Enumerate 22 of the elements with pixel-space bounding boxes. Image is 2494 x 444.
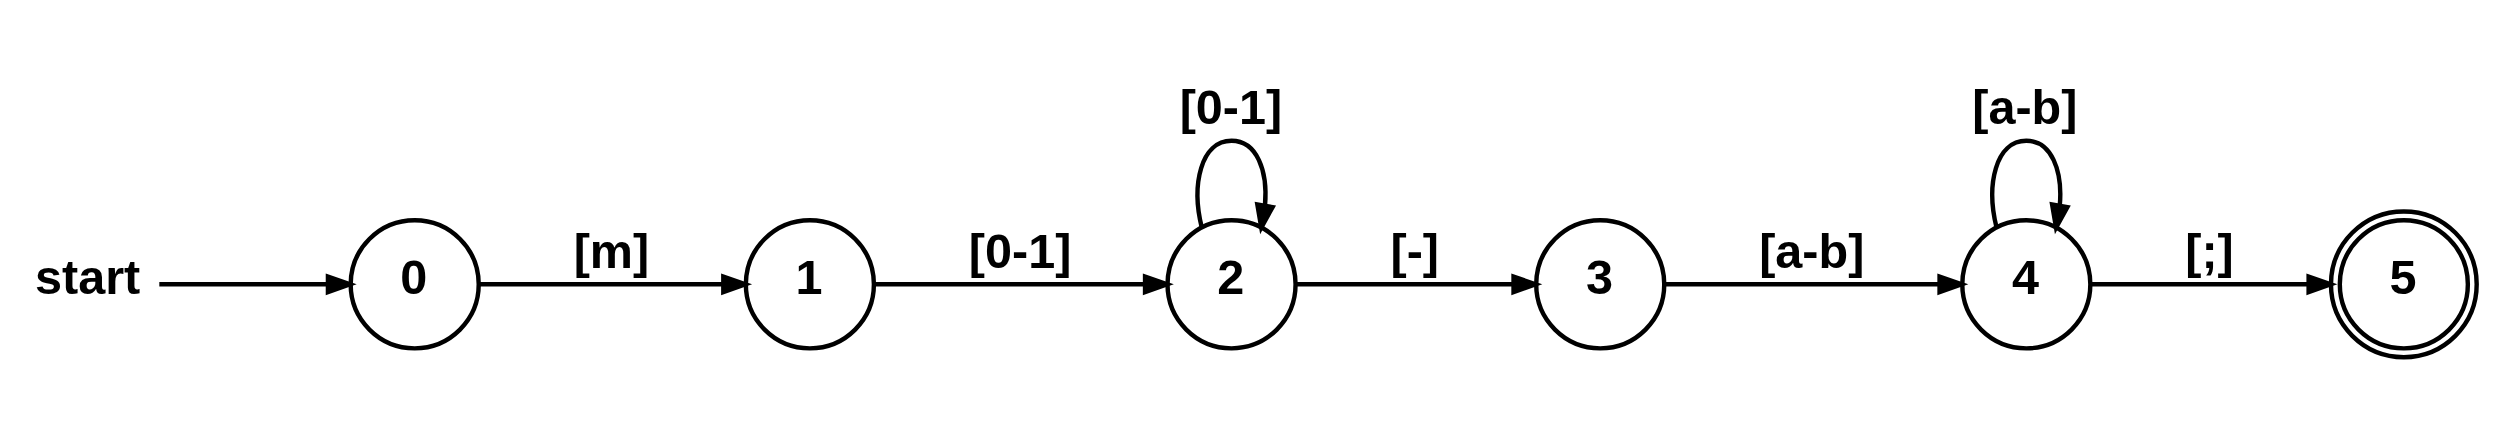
edge-label: [0-1] [968, 223, 1072, 278]
edge-label: [a-b] [1759, 223, 1865, 278]
edge-label: [;] [2185, 223, 2234, 278]
node-circle: 0 [348, 217, 481, 351]
node-circle: 3 [1534, 217, 1667, 351]
arrow [1195, 138, 1277, 234]
arrow [2091, 272, 2338, 295]
arrow [1296, 272, 1543, 295]
edge-label: [m] [573, 223, 650, 278]
edge-label: [a-b] [1972, 79, 2078, 134]
node-text: start [34, 249, 141, 304]
arrow [159, 272, 357, 295]
node-circle: 4 [1960, 217, 2093, 351]
edge-label: [0-1] [1179, 79, 1283, 134]
node-circle: 1 [743, 217, 877, 351]
arrow [478, 272, 753, 295]
arrow [874, 272, 1174, 295]
node-circle: 2 [1165, 217, 1298, 351]
node-circle: 5 [2328, 208, 2479, 359]
edge-label: [-] [1390, 223, 1439, 278]
arrow [1990, 138, 2071, 234]
arrow [1664, 272, 1969, 295]
